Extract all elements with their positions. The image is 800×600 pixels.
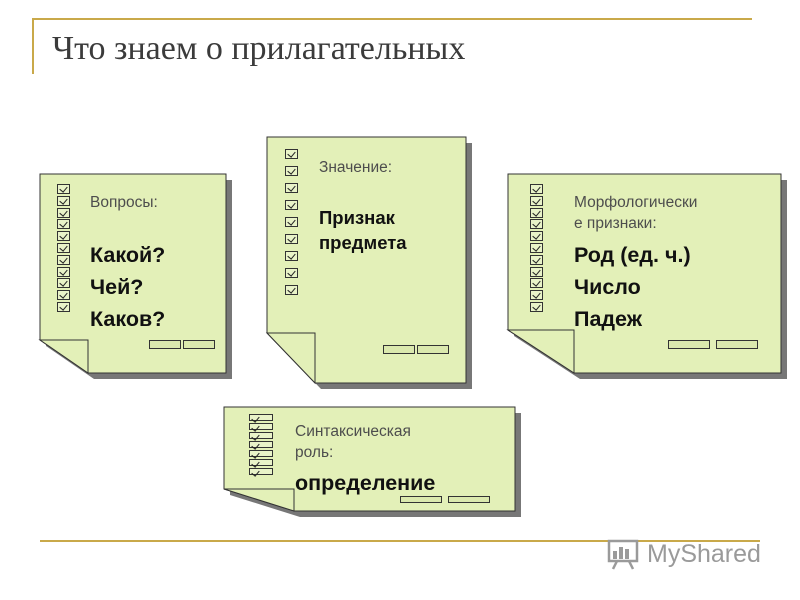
checkbox-icon [530,231,543,242]
bar-icon [400,496,442,503]
checkbox-icon [285,200,298,210]
checkbox-icon [57,242,70,253]
note-paper-shape [38,173,232,379]
checkbox-column [285,149,298,302]
left-rule [32,18,34,74]
checkbox-icon [530,207,543,218]
checkbox-icon [57,207,70,218]
checkbox-icon [285,183,298,193]
checkbox-icon [249,432,273,439]
bar-icon [383,345,415,354]
bar-icon [417,345,449,354]
card-label: Вопросы: [90,194,158,211]
checkbox-icon [57,195,70,206]
checkbox-icon [285,251,298,261]
checkbox-icon [285,166,298,176]
note-paper-shape [223,406,521,517]
checkbox-icon [57,184,70,194]
checkbox-icon [249,414,273,421]
checkbox-column [57,184,70,314]
card-value: Род (ед. ч.) Число Падеж [574,243,691,331]
card-meaning: Значение: Признак предмета [265,136,472,389]
checkbox-icon [530,290,543,301]
checkbox-icon [530,219,543,230]
bar-icon [716,340,758,349]
note-paper-shape [506,173,787,379]
bottom-rule [40,540,760,542]
card-value: Какой? Чей? Каков? [90,243,166,331]
checkbox-icon [249,459,273,466]
watermark-text: MyShared [647,539,761,568]
bar-icon [183,340,215,349]
card-label: Значение: [319,159,393,176]
checkbox-icon [57,254,70,265]
checkbox-icon [530,278,543,289]
watermark-logo: MyShared [607,536,761,572]
checkbox-icon [57,219,70,230]
checkbox-icon [57,290,70,301]
checkbox-icon [249,441,273,448]
card-label: Морфологически е признаки: [574,194,698,232]
checkbox-icon [57,231,70,242]
checkbox-icon [530,301,543,312]
bar-icon [668,340,710,349]
presentation-board-icon [607,539,639,570]
checkbox-icon [530,266,543,277]
note-paper-shape [265,136,472,389]
top-rule [32,18,752,20]
checkbox-icon [285,217,298,227]
card-questions: Вопросы: Какой? Чей? Каков? [38,173,232,379]
card-morphology: Морфологически е признаки: Род (ед. ч.) … [506,173,787,379]
checkbox-icon [530,184,543,194]
slide-title: Что знаем о прилагательных [52,30,466,67]
checkbox-icon [285,285,298,295]
checkbox-icon [285,268,298,278]
checkbox-icon [249,450,273,457]
checkbox-icon [57,266,70,277]
checkbox-icon [530,195,543,206]
checkbox-icon [530,254,543,265]
card-value: определение [295,471,436,495]
checkbox-icon [530,242,543,253]
card-label: Синтаксическая роль: [295,423,411,461]
checkbox-column [249,414,273,477]
card-syntax: Синтаксическая роль: определение [223,406,521,517]
checkbox-icon [249,423,273,430]
checkbox-icon [57,301,70,312]
checkbox-column [530,184,543,314]
checkbox-icon [249,468,273,475]
bar-icon [448,496,490,503]
bar-icon [149,340,181,349]
checkbox-icon [285,149,298,159]
checkbox-icon [57,278,70,289]
checkbox-icon [285,234,298,244]
card-value: Признак предмета [319,207,407,253]
